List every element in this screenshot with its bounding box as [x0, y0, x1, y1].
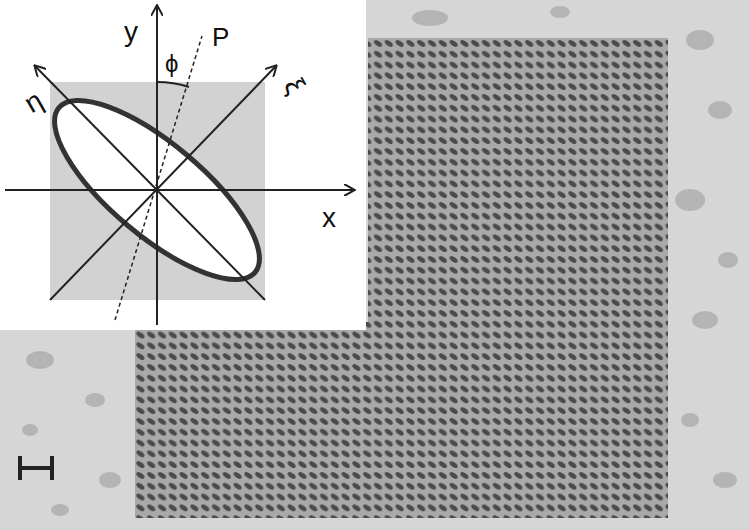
axis-label: y — [124, 18, 138, 46]
inset-panel — [0, 0, 366, 330]
line-label: P — [212, 24, 229, 50]
axes — [5, 6, 354, 325]
scale-bar — [20, 456, 52, 480]
axis-label: x — [322, 204, 336, 232]
angle-label: ϕ — [165, 52, 178, 76]
